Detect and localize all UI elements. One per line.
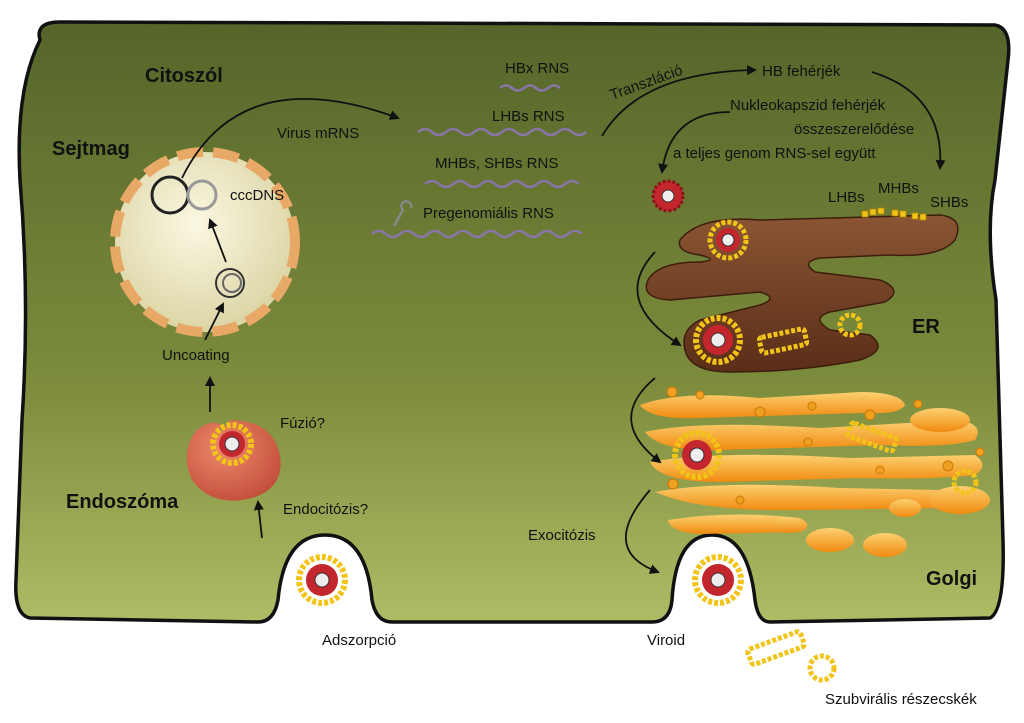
lhbs-rna-strand xyxy=(417,127,587,137)
arrow-er-curve-1 xyxy=(636,251,682,347)
arrow-uncoating-to-nucleus xyxy=(204,302,224,341)
arrow-adsorption-to-endosome xyxy=(253,500,264,539)
subviral-particles-er xyxy=(756,312,863,356)
subviral-particles-secreted xyxy=(745,629,837,683)
label-lhbs: LHBs xyxy=(828,189,865,206)
hbx-rna-strand xyxy=(499,84,561,92)
arrow-translation xyxy=(601,65,757,137)
virion-adsorption xyxy=(296,554,348,606)
label-subviral: Szubvirális részecskék xyxy=(825,691,977,708)
virion-in-er-top xyxy=(707,219,749,261)
pregenomic-rna-stemloop xyxy=(392,200,413,227)
arrow-hb-to-er xyxy=(871,71,946,170)
label-nucleocapsid-2: összeszerelődése xyxy=(794,121,914,138)
label-mhbs: MHBs xyxy=(878,180,919,197)
label-adsorption: Adszorpció xyxy=(322,632,396,649)
label-virion: Viroid xyxy=(647,632,685,649)
label-cytosol: Citoszól xyxy=(145,65,223,87)
label-nucleus: Sejtmag xyxy=(52,138,130,160)
label-nucleocapsid-3: a teljes genom RNS-sel együtt xyxy=(673,145,876,162)
mhbs-rna-strand xyxy=(424,179,580,189)
label-pregenomic-rna: Pregenomiális RNS xyxy=(423,205,554,222)
label-mhbs-shbs-rna: MHBs, SHBs RNS xyxy=(435,155,558,172)
label-er: ER xyxy=(912,316,940,338)
rna-strands xyxy=(371,84,587,239)
label-virus-mrna: Virus mRNS xyxy=(277,125,359,142)
arrow-relaxed-to-cccdna xyxy=(208,218,227,263)
subviral-particles-golgi xyxy=(845,420,979,496)
free-capsid xyxy=(651,179,685,213)
label-fusion: Fúzió? xyxy=(280,415,325,432)
relaxed-dna-inner xyxy=(222,273,242,293)
arrow-hb-to-capsid xyxy=(658,111,731,174)
cccdna-circle-grey xyxy=(186,179,218,211)
label-nucleocapsid-1: Nukleokapszid fehérjék xyxy=(730,97,886,114)
flow-arrows xyxy=(181,65,946,574)
golgi-vesicles xyxy=(666,386,985,505)
virion-in-endosome xyxy=(210,422,254,466)
label-hb-proteins: HB fehérjék xyxy=(762,63,841,80)
virion-released xyxy=(692,554,744,606)
label-endosome: Endoszóma xyxy=(66,491,179,513)
surface-proteins-er xyxy=(861,207,927,221)
arrow-er-to-golgi xyxy=(630,377,662,464)
pregenomic-rna-strand xyxy=(371,229,583,239)
arrow-exocytosis xyxy=(625,489,660,574)
label-cccdna: cccDNS xyxy=(230,187,284,204)
label-golgi: Golgi xyxy=(926,568,977,590)
label-lhbs-rna: LHBs RNS xyxy=(492,108,565,125)
label-hbx-rna: HBx RNS xyxy=(505,60,569,77)
relaxed-dna-outer xyxy=(215,268,245,298)
label-shbs: SHBs xyxy=(930,194,968,211)
virion-in-er xyxy=(693,315,743,365)
label-endocytosis: Endocitózis? xyxy=(283,501,368,518)
arrow-nucleus-to-mrna xyxy=(181,98,400,179)
label-uncoating: Uncoating xyxy=(162,347,230,364)
nucleus xyxy=(110,147,300,337)
virion-in-golgi xyxy=(672,430,722,480)
label-exocytosis: Exocitózis xyxy=(528,527,596,544)
